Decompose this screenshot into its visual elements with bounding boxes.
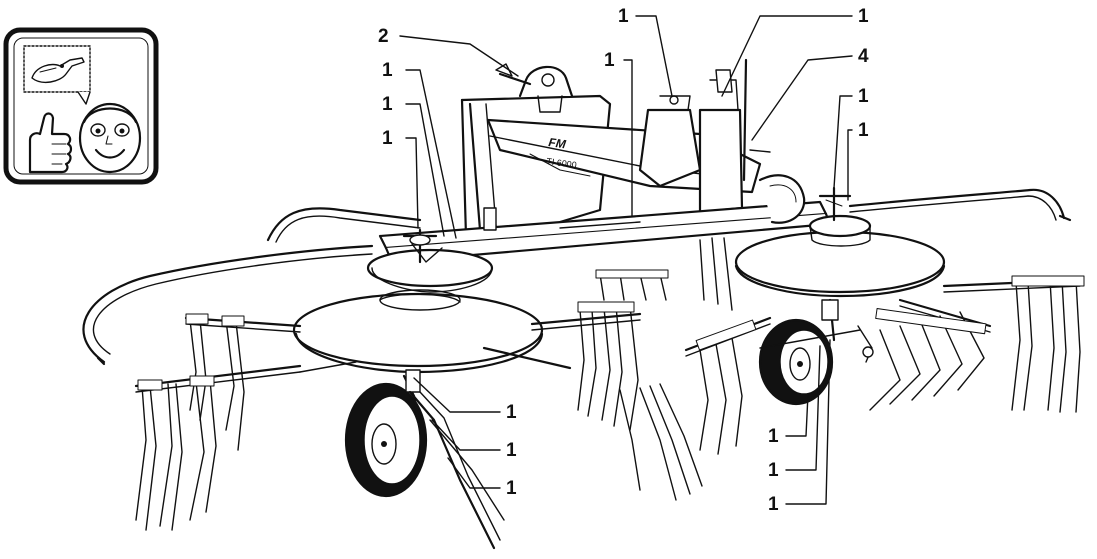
callout-1-left-b: 1 (382, 94, 393, 115)
smiling-face-icon (78, 102, 142, 174)
callout-1-right-wheel-b: 1 (768, 460, 779, 481)
callout-labels: 2 1 1 1 1 1 1 4 1 1 1 1 1 1 1 1 (378, 6, 869, 515)
machine-model-label: TI 6000 (546, 156, 578, 170)
right-wheel (758, 298, 874, 406)
callout-1-right-rotor-b: 1 (858, 120, 869, 141)
left-tine-arms (134, 312, 642, 393)
tines-right (684, 275, 1085, 455)
callout-1-left-wheel-a: 1 (506, 402, 517, 423)
callout-1-right-rotor-a: 1 (858, 86, 869, 107)
right-swath-guard (848, 188, 1072, 222)
tines-left-front (135, 313, 245, 531)
machine-brand-label: FM (548, 135, 568, 151)
callout-4-gearbox: 4 (858, 46, 869, 67)
gearbox-tower (638, 58, 771, 214)
leader-lines (399, 15, 853, 505)
callout-1-left-a: 1 (382, 60, 393, 81)
lubrication-instruction-icon (3, 27, 159, 185)
callout-1-left-wheel-b: 1 (506, 440, 517, 461)
headstock-frame (460, 63, 612, 240)
left-wheel (344, 369, 505, 550)
right-rotor (734, 186, 946, 298)
rake-machine: FM TI 6000 (82, 58, 1085, 550)
left-rotor (366, 228, 494, 293)
tines-middle (577, 237, 733, 501)
left-disc (292, 289, 544, 374)
callout-1-left-c: 1 (382, 128, 393, 149)
hand-icon (28, 112, 73, 174)
callout-1-beam: 1 (604, 50, 615, 71)
grease-gun-bubble-icon (23, 45, 91, 105)
callout-1-right-wheel-c: 1 (768, 494, 779, 515)
callout-1-left-wheel-c: 1 (506, 478, 517, 499)
callout-1-top-right: 1 (858, 6, 869, 27)
callout-2-headstock: 2 (378, 26, 389, 47)
callout-1-tower-top: 1 (618, 6, 629, 27)
left-swath-guard (82, 207, 422, 366)
callout-1-right-wheel-a: 1 (768, 426, 779, 447)
